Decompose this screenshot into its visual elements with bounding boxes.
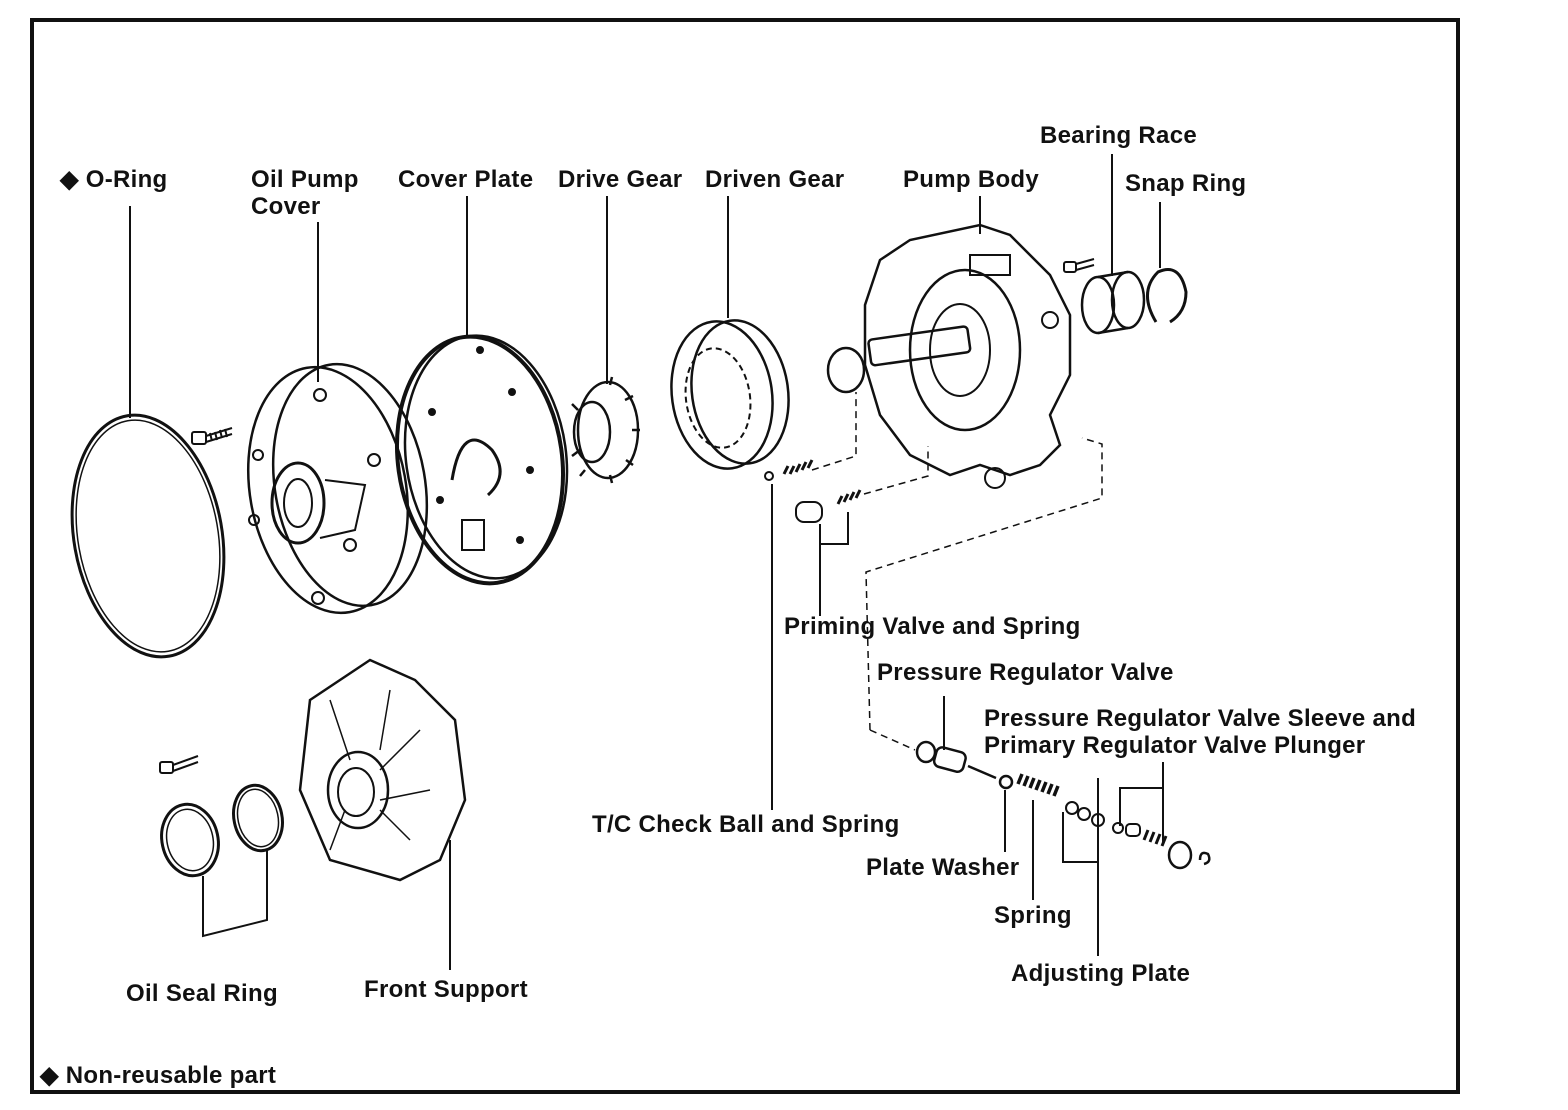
oil-pump-cover-label-line2: Cover [251, 193, 321, 220]
front-support-part [298, 658, 467, 882]
driven-gear-label: Driven Gear [705, 166, 845, 193]
cover-plate-label: Cover Plate [398, 166, 534, 193]
priming-valve-label: Priming Valve and Spring [784, 613, 1081, 640]
pump-body-bolt-part [1063, 258, 1095, 273]
cover-plate-part [394, 334, 569, 586]
pressure-regulator-valve-part [915, 740, 1211, 870]
plate-washer-label: Plate Washer [866, 854, 1020, 881]
bearing-race-part [1080, 270, 1146, 335]
cover-bolt-part [191, 427, 233, 445]
diagram-frame [30, 18, 1460, 1094]
front-support-bolt-part [159, 755, 199, 774]
pump-body-part [826, 223, 1072, 489]
pr-valve-sleeve-label: Pressure Regulator Valve Sleeve and [984, 705, 1417, 732]
snap-ring-part [1146, 268, 1188, 324]
leader-lines [129, 154, 1164, 970]
oil-seal-rings-part [160, 783, 284, 878]
oil-seal-ring-label: Oil Seal Ring [126, 980, 278, 1007]
non-reusable-legend: ◆ Non-reusable part [40, 1062, 277, 1089]
o-ring-part [70, 413, 226, 659]
drive-gear-label: Drive Gear [558, 166, 683, 193]
o-ring-label: ◆ O-Ring [60, 166, 168, 193]
adjusting-plate-label: Adjusting Plate [1011, 960, 1191, 987]
tc-check-ball-label: T/C Check Ball and Spring [592, 811, 900, 838]
primary-regulator-plunger-label: Primary Regulator Valve Plunger [984, 732, 1366, 759]
driven-gear-part [670, 319, 790, 470]
pump-body-label: Pump Body [903, 166, 1040, 193]
spring-label: Spring [994, 902, 1072, 929]
oil-pump-cover-label: Oil Pump [251, 166, 359, 193]
pressure-regulator-valve-label: Pressure Regulator Valve [877, 659, 1174, 686]
check-ball-and-springs-part [764, 459, 862, 523]
oil-pump-cover-part [246, 362, 429, 615]
drive-gear-part [571, 376, 640, 484]
front-support-label: Front Support [364, 976, 528, 1003]
snap-ring-label: Snap Ring [1125, 170, 1247, 197]
bearing-race-label: Bearing Race [1040, 122, 1197, 149]
dashed-assembly-lines [811, 392, 1103, 751]
